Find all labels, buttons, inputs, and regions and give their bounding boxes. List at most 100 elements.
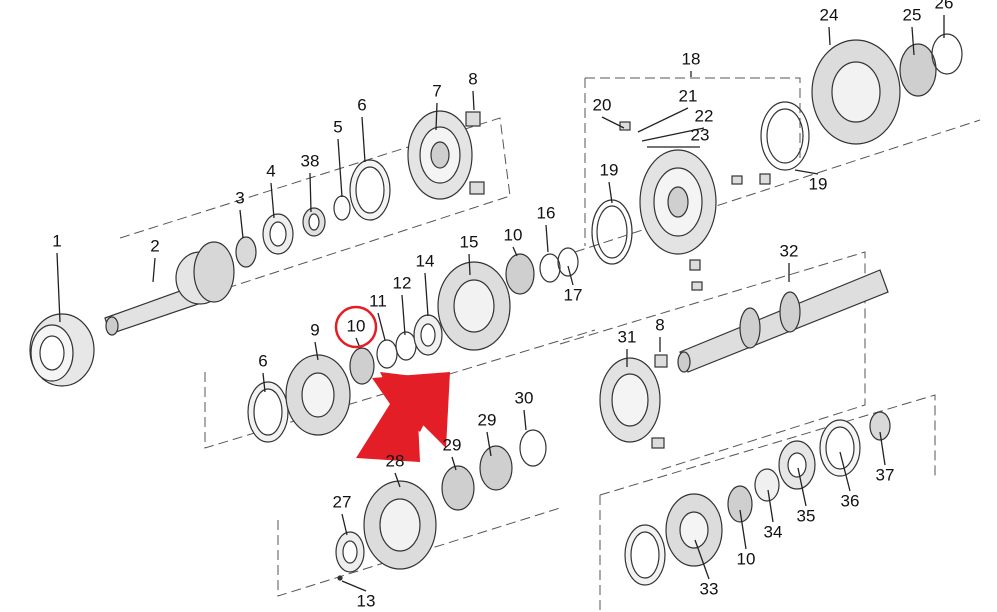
- callout-label-c23: 23: [691, 125, 710, 144]
- lower-right-parts: [624, 411, 891, 586]
- leader-line-c12: [401, 294, 406, 336]
- leader-line-c3: [239, 209, 244, 239]
- synchro-part-31: [599, 354, 668, 449]
- leader-line-c24: [828, 26, 831, 46]
- callout-label-c7: 7: [432, 81, 441, 100]
- leader-line-c29a: [486, 431, 492, 457]
- callout-label-c17: 17: [564, 285, 583, 304]
- gear-part-24: [811, 33, 963, 145]
- leader-line-c25: [911, 26, 915, 56]
- frame-lower-left: [277, 507, 561, 597]
- input-shaft-part-2: [104, 241, 235, 336]
- callout-label-c5: 5: [333, 117, 342, 136]
- frame-lower-right: [599, 394, 936, 496]
- assembly-frames: [119, 77, 981, 612]
- leader-lines: [56, 15, 945, 592]
- leader-line-c20: [601, 116, 625, 129]
- leader-line-c8a: [472, 90, 475, 111]
- bearings-part-29: [441, 429, 547, 511]
- callout-label-c21: 21: [679, 86, 698, 105]
- highlight-circle: [334, 305, 378, 349]
- leader-line-c29b: [451, 456, 457, 471]
- callout-label-c24: 24: [820, 5, 839, 24]
- callout-label-c4: 4: [266, 161, 275, 180]
- callout-label-c9: 9: [310, 320, 319, 339]
- callout-label-c20: 20: [593, 95, 612, 114]
- frame-bracket-18: [585, 77, 801, 162]
- callout-label-c18: 18: [682, 49, 701, 68]
- leader-line-c21: [637, 107, 689, 133]
- callout-label-c11: 11: [369, 291, 387, 310]
- callout-label-c8b: 8: [655, 315, 664, 334]
- leader-line-c19a: [608, 181, 613, 204]
- leader-line-c17: [567, 265, 574, 286]
- callout-label-c19b: 19: [809, 174, 828, 193]
- intermediate-parts: [247, 314, 443, 443]
- leader-line-c9: [314, 341, 319, 361]
- leader-line-c16: [545, 224, 549, 253]
- callout-label-c19a: 19: [600, 160, 619, 179]
- synchro-part-7: [407, 110, 485, 200]
- leader-line-c36: [839, 451, 851, 492]
- leader-line-c6b: [262, 372, 266, 393]
- callout-label-c13: 13: [357, 591, 376, 610]
- leader-line-c28: [394, 472, 401, 488]
- leader-line-c30: [523, 409, 527, 431]
- callout-label-c2: 2: [150, 236, 159, 255]
- leader-line-c1: [56, 252, 61, 323]
- callout-label-c3: 3: [235, 188, 244, 207]
- leader-line-c37: [879, 431, 886, 466]
- leader-line-c7: [435, 102, 438, 131]
- callout-label-c26: 26: [935, 0, 954, 12]
- gear-part-15: [437, 247, 579, 351]
- leader-line-c22: [641, 127, 705, 142]
- callout-label-c16: 16: [537, 203, 556, 222]
- callout-label-c25: 25: [903, 5, 922, 24]
- leader-line-c10c: [739, 509, 747, 550]
- parts: [29, 33, 963, 586]
- callout-label-c35: 35: [797, 506, 816, 525]
- callout-label-c10b: 10: [504, 225, 523, 244]
- gear-part-28: [335, 480, 437, 581]
- callout-label-c38: 38: [301, 151, 320, 170]
- callout-label-c27: 27: [333, 492, 352, 511]
- leader-line-c4: [270, 182, 275, 219]
- callout-label-c22: 22: [695, 106, 714, 125]
- callout-label-c37: 37: [876, 465, 895, 484]
- leader-line-c14: [424, 272, 429, 317]
- bearing-part-1: [29, 313, 95, 387]
- leader-line-c15: [468, 253, 471, 276]
- callout-label-c31: 31: [618, 327, 637, 346]
- callout-label-c32: 32: [780, 241, 799, 260]
- callout-label-c34: 34: [764, 522, 783, 541]
- callout-label-c29b: 29: [443, 435, 462, 454]
- callout-label-c14: 14: [416, 251, 435, 270]
- callout-label-c10a: 10: [347, 316, 366, 335]
- callout-label-c33: 33: [700, 579, 719, 598]
- callout-label-c15: 15: [460, 232, 479, 251]
- frame-intermediate-group: [204, 329, 596, 449]
- frame-upper-right: [574, 119, 981, 253]
- leader-line-c13: [341, 580, 367, 592]
- leader-line-c34: [767, 489, 774, 523]
- leader-line-c38: [309, 172, 312, 213]
- leader-line-c19b: [794, 169, 819, 175]
- leader-line-c35: [797, 467, 807, 507]
- red-pointer-arrow-body: [356, 372, 450, 462]
- synchro-part-18: [591, 101, 810, 291]
- callout-label-c10c: 10: [737, 549, 756, 568]
- callout-label-c8a: 8: [468, 69, 477, 88]
- callout-label-c36: 36: [841, 491, 860, 510]
- leader-line-c2: [152, 257, 156, 283]
- leader-line-c5: [337, 138, 343, 198]
- leader-line-c6a: [361, 116, 366, 163]
- frame-mainshaft-group: [559, 251, 866, 471]
- callout-label-c1: 1: [52, 231, 61, 250]
- leader-line-c11: [377, 312, 386, 341]
- rings-upper-left: [235, 159, 391, 268]
- callout-label-c12: 12: [393, 273, 412, 292]
- callout-label-c6b: 6: [258, 351, 267, 370]
